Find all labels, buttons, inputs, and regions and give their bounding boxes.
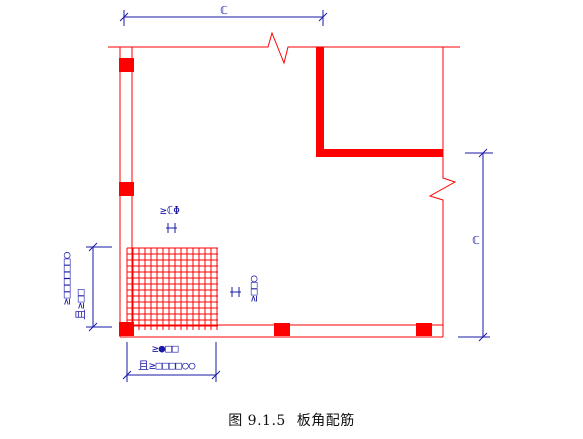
column-marker-mid-left <box>119 182 134 196</box>
bottom-dimension <box>122 342 221 382</box>
left-rebar-annotation: ≥□□□□□□○ <box>60 252 73 305</box>
l-beam <box>316 47 443 157</box>
left-rebar-annotation-b: 且≥□□ <box>74 289 87 320</box>
figure-caption-number: 图 9.1.5 <box>228 413 286 429</box>
column-markers <box>119 58 432 336</box>
top-dimension <box>119 10 328 26</box>
upper-rebar-annotation: ≥ℂΦ <box>160 204 180 217</box>
right-rebar-annotation: ≥□□○ <box>247 275 260 302</box>
bottom-rebar-annotation-b: 且≥□□□□○○ <box>138 359 196 372</box>
column-marker-top-left <box>119 58 134 72</box>
top-dimension-label: ℂ <box>220 4 228 17</box>
bottom-rebar-annotation-a: ≥●□□ <box>152 342 179 355</box>
column-marker-bottom-mid <box>274 323 290 336</box>
right-wall <box>428 47 457 337</box>
reinforcement-mesh <box>126 247 218 330</box>
right-dimension <box>458 148 493 342</box>
left-dimension <box>86 242 112 332</box>
annotation-ticks <box>166 223 241 297</box>
right-dimension-label: ℂ <box>472 234 480 247</box>
column-marker-bottom-right <box>416 323 432 336</box>
top-wall-line <box>108 31 460 65</box>
figure-caption-title: 板角配筋 <box>296 413 355 429</box>
figure-caption: 图 9.1.5 板角配筋 <box>0 410 583 430</box>
